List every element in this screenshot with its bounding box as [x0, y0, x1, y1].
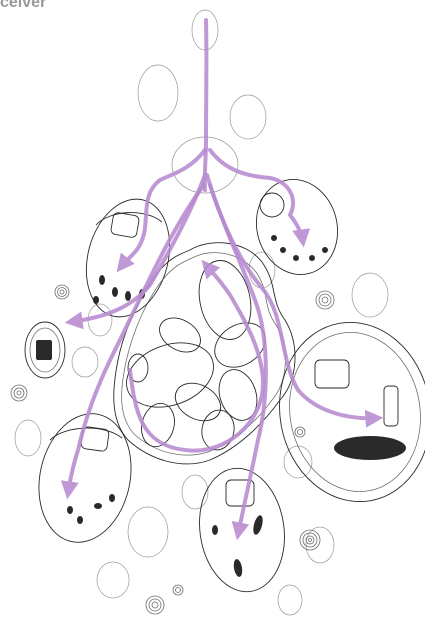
- pod-top-left-seed: [93, 296, 99, 304]
- pod-large-right: [266, 310, 425, 513]
- flow-arrow-bottom-center: [210, 185, 266, 535]
- pod-small-left-core: [36, 340, 52, 360]
- pod-top-right-seed: [322, 247, 328, 253]
- pod-bottom-left-seed: [94, 503, 102, 509]
- circle-right-2: [352, 273, 388, 317]
- pod-bottom-left-rim: [50, 428, 122, 440]
- spiral-icon: [146, 596, 164, 614]
- pod-top-right-window: [260, 193, 284, 217]
- pod-top-left-seed: [125, 291, 131, 301]
- pod-large-right-inner: [277, 322, 425, 502]
- central-body: [114, 243, 295, 464]
- pod-bottom-left-seed: [109, 494, 115, 502]
- pod-top-left-seed: [112, 287, 118, 297]
- circle-bottom-right: [306, 527, 334, 563]
- leaf-3: [153, 311, 206, 359]
- pod-bottom-center-seed: [232, 558, 243, 577]
- circle-bottom-mid: [97, 562, 129, 598]
- spiral-icon: [295, 427, 305, 437]
- circle-bottom-far-right: [278, 585, 302, 615]
- flow-arrow-bottom-left: [68, 185, 204, 494]
- leaf-5: [169, 376, 227, 429]
- pod-top-right-seed: [280, 247, 286, 253]
- circle-right-low: [284, 446, 312, 478]
- pod-large-right-window: [315, 360, 349, 388]
- pod-top-right-seed: [309, 255, 315, 261]
- flow-arrow-trunk: [205, 20, 207, 190]
- leaf-1: [117, 331, 222, 418]
- pod-small-left: [25, 322, 65, 378]
- background-circles: [15, 10, 388, 615]
- pod-large-right-opening: [334, 436, 406, 460]
- spiral-icon: [316, 291, 334, 309]
- spiral-icon: [300, 530, 320, 550]
- central-outline: [114, 243, 295, 464]
- circle-top-left: [138, 65, 178, 121]
- circle-left-3: [15, 420, 41, 456]
- pod-bottom-left-seed: [67, 506, 73, 514]
- circle-left-2: [72, 347, 98, 377]
- spiral-icon: [11, 385, 27, 401]
- circle-center-low: [182, 475, 208, 509]
- pod-top-right-seed: [293, 255, 299, 261]
- spiral-icon: [55, 285, 69, 299]
- pod-bottom-left-seed: [77, 516, 83, 524]
- pod-bottom-center-outline: [192, 463, 292, 597]
- pod-large-right-slot: [384, 386, 398, 426]
- circle-top-right: [230, 95, 266, 139]
- flow-arrow-center-loop: [130, 264, 263, 451]
- pod-top-left-window: [110, 212, 139, 238]
- pod-top-right-seed: [271, 235, 277, 241]
- circle-bottom-left: [128, 507, 168, 557]
- flow-arrows: [68, 20, 378, 535]
- pod-top-left-seed: [99, 275, 105, 285]
- pod-bottom-center: [192, 463, 292, 597]
- pod-bottom-center-seed: [252, 514, 265, 535]
- spiral-icon: [173, 585, 183, 595]
- pod-bottom-center-seed: [212, 525, 218, 535]
